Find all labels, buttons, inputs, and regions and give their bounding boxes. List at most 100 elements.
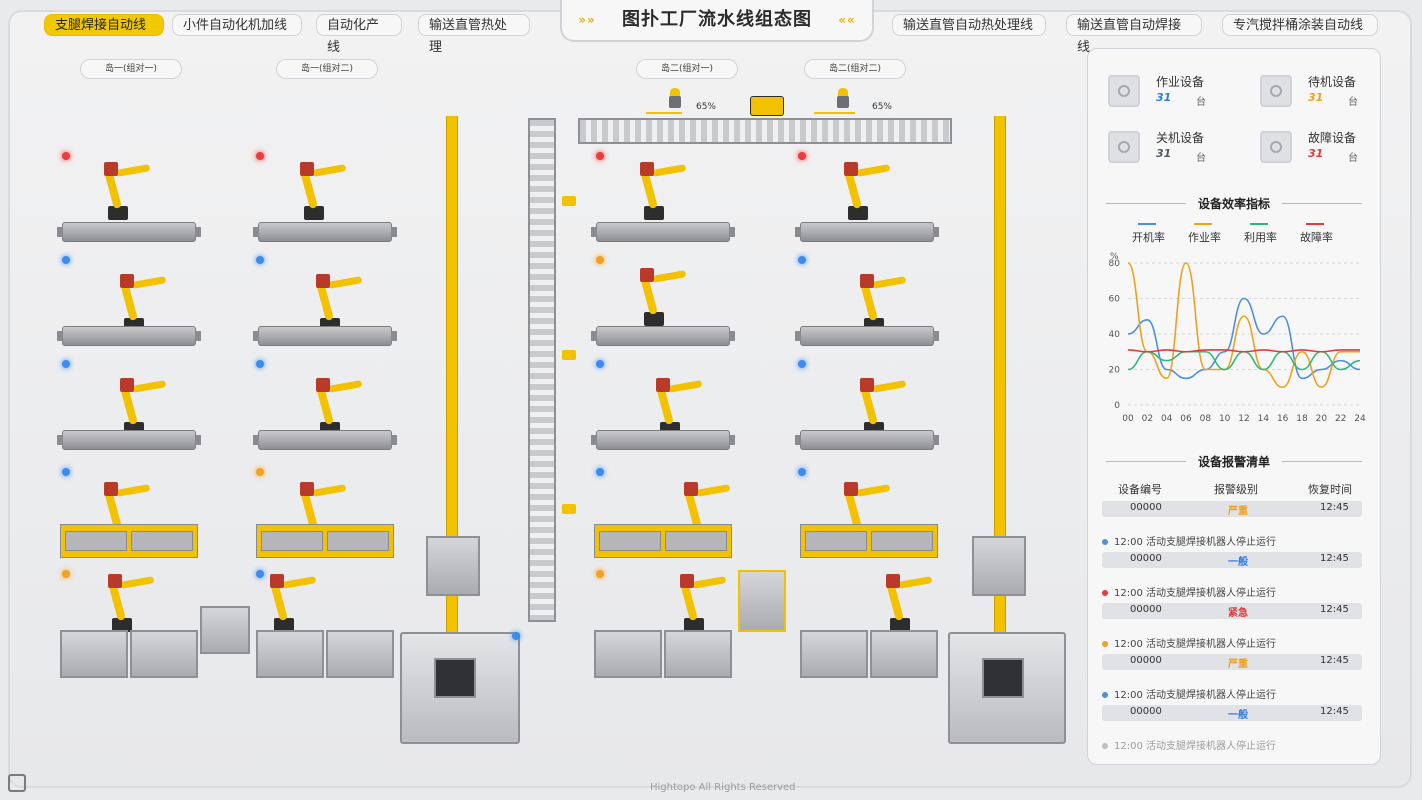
alarm-message-text: 12:00 活动支腿焊接机器人停止运行 (1114, 639, 1276, 650)
robot-arm[interactable] (862, 562, 933, 632)
heat-treatment-oven[interactable] (400, 632, 520, 744)
heat-treatment-oven[interactable] (948, 632, 1066, 744)
status-dot-blue[interactable] (62, 468, 70, 476)
worker-icon[interactable] (836, 88, 850, 108)
alarm-row[interactable]: 00000 一般 12:45 (1102, 705, 1362, 721)
control-panel-icon[interactable] (750, 96, 784, 116)
overhead-rail-conveyor (578, 118, 952, 144)
legend-item-uptime: 开机率 (1132, 223, 1165, 245)
robot-arm[interactable] (246, 562, 317, 632)
status-dot-blue[interactable] (256, 570, 264, 578)
status-dot-blue[interactable] (596, 468, 604, 476)
alarm-time: 12:45 (1320, 706, 1349, 717)
status-dot-blue[interactable] (798, 360, 806, 368)
status-dot-blue[interactable] (798, 256, 806, 264)
tab-small-parts-machining[interactable]: 小件自动化机加线 (172, 14, 302, 36)
robot-arm[interactable] (616, 150, 687, 220)
status-dot-orange[interactable] (62, 570, 70, 578)
robot-arm[interactable] (656, 562, 727, 632)
side-panel: 作业设备 31 台 待机设备 31 台 关机设备 31 台 故障设备 31 台 … (1087, 48, 1381, 765)
alarm-message: 12:00 活动支腿焊接机器人停止运行 (1102, 686, 1276, 701)
x-tick-label: 06 (1180, 414, 1192, 424)
support-pole (994, 116, 1006, 636)
worker-icon[interactable] (668, 88, 682, 108)
robot-arm[interactable] (292, 262, 363, 332)
transfer-station (200, 606, 250, 654)
status-dot-blue[interactable] (512, 632, 520, 640)
efficiency-section-title: 设备效率指标 (1088, 195, 1380, 212)
stat-shutdown-devices[interactable]: 关机设备 31 台 (1108, 129, 1238, 169)
alarm-time: 12:45 (1320, 655, 1349, 666)
stat-label: 关机设备 (1156, 131, 1205, 145)
y-tick-label: 0 (1114, 401, 1120, 411)
alarm-row[interactable]: 00000 严重 12:45 (1102, 654, 1362, 670)
status-dot-red[interactable] (596, 152, 604, 160)
x-tick-label: 04 (1161, 414, 1173, 424)
material-bin (60, 630, 128, 678)
tab-mixer-drum-coating-line[interactable]: 专汽搅拌桶涂装自动线 (1222, 14, 1378, 36)
x-tick-label: 16 (1277, 414, 1289, 424)
status-dot-red[interactable] (798, 152, 806, 160)
tab-pipe-auto-heat-line[interactable]: 输送直管自动热处理线 (892, 14, 1046, 36)
robot-arm[interactable] (84, 562, 155, 632)
y-tick-label: 40 (1109, 330, 1121, 340)
stat-standby-devices[interactable]: 待机设备 31 台 (1260, 73, 1390, 113)
legend-swatch (1138, 223, 1156, 225)
alarm-row[interactable]: 00000 一般 12:45 (1102, 552, 1362, 568)
status-dot-blue[interactable] (62, 256, 70, 264)
legend-label: 开机率 (1132, 231, 1165, 244)
robot-arm[interactable] (616, 256, 687, 326)
robot-arm[interactable] (836, 366, 907, 436)
status-dot-blue[interactable] (256, 360, 264, 368)
tab-automated-line[interactable]: 自动化产线 (316, 14, 402, 55)
robot-arm[interactable] (632, 366, 703, 436)
status-dot-orange[interactable] (596, 570, 604, 578)
robot-arm[interactable] (96, 366, 167, 436)
stat-label: 作业设备 (1156, 75, 1205, 89)
alarm-device-id: 00000 (1130, 706, 1162, 717)
stat-working-devices[interactable]: 作业设备 31 台 (1108, 73, 1238, 113)
x-tick-label: 00 (1122, 414, 1134, 424)
bullet-icon (1102, 641, 1108, 647)
progress-bar-fill (814, 112, 855, 114)
legend-item-working: 作业率 (1188, 223, 1221, 245)
x-tick-label: 18 (1296, 414, 1308, 424)
status-dot-red[interactable] (62, 152, 70, 160)
status-dot-blue[interactable] (798, 468, 806, 476)
bullet-icon (1102, 539, 1108, 545)
footer-copyright: Hightopo All Rights Reserved (650, 782, 796, 793)
x-tick-label: 08 (1200, 414, 1212, 424)
robot-arm[interactable] (820, 150, 891, 220)
robot-arm[interactable] (276, 150, 347, 220)
material-bin (326, 630, 394, 678)
status-dot-orange[interactable] (596, 256, 604, 264)
device-icon (1108, 131, 1140, 163)
robot-arm[interactable] (292, 366, 363, 436)
tab-straight-pipe-heat[interactable]: 输送直管热处理 (418, 14, 530, 55)
alarm-level: 一般 (1228, 557, 1248, 568)
title-arrow-right-icon: «« (838, 13, 856, 27)
alarm-message: 12:00 活动支腿焊接机器人停止运行 (1102, 737, 1276, 752)
pole-junction-box (426, 536, 480, 596)
conveyor (591, 326, 735, 346)
status-dot-blue[interactable] (256, 256, 264, 264)
legend-label: 作业率 (1188, 231, 1221, 244)
robot-arm[interactable] (836, 262, 907, 332)
robot-arm[interactable] (80, 150, 151, 220)
x-tick-label: 02 (1142, 414, 1153, 424)
stat-fault-devices[interactable]: 故障设备 31 台 (1260, 129, 1390, 169)
alarm-level: 紧急 (1228, 608, 1248, 619)
status-dot-blue[interactable] (596, 360, 604, 368)
tab-pipe-auto-welding-line[interactable]: 输送直管自动焊接线 (1066, 14, 1202, 55)
tab-support-leg-welding[interactable]: 支腿焊接自动线 (44, 14, 164, 36)
alarm-message: 12:00 活动支腿焊接机器人停止运行 (1102, 635, 1276, 650)
robot-arm[interactable] (96, 262, 167, 332)
stat-value: 31 (1156, 91, 1172, 104)
stat-unit: 台 (1196, 97, 1206, 108)
status-dot-orange[interactable] (256, 468, 264, 476)
status-dot-blue[interactable] (62, 360, 70, 368)
alarm-row[interactable]: 00000 紧急 12:45 (1102, 603, 1362, 619)
fullscreen-icon[interactable] (8, 774, 26, 792)
status-dot-red[interactable] (256, 152, 264, 160)
alarm-row[interactable]: 00000 严重 12:45 (1102, 501, 1362, 517)
